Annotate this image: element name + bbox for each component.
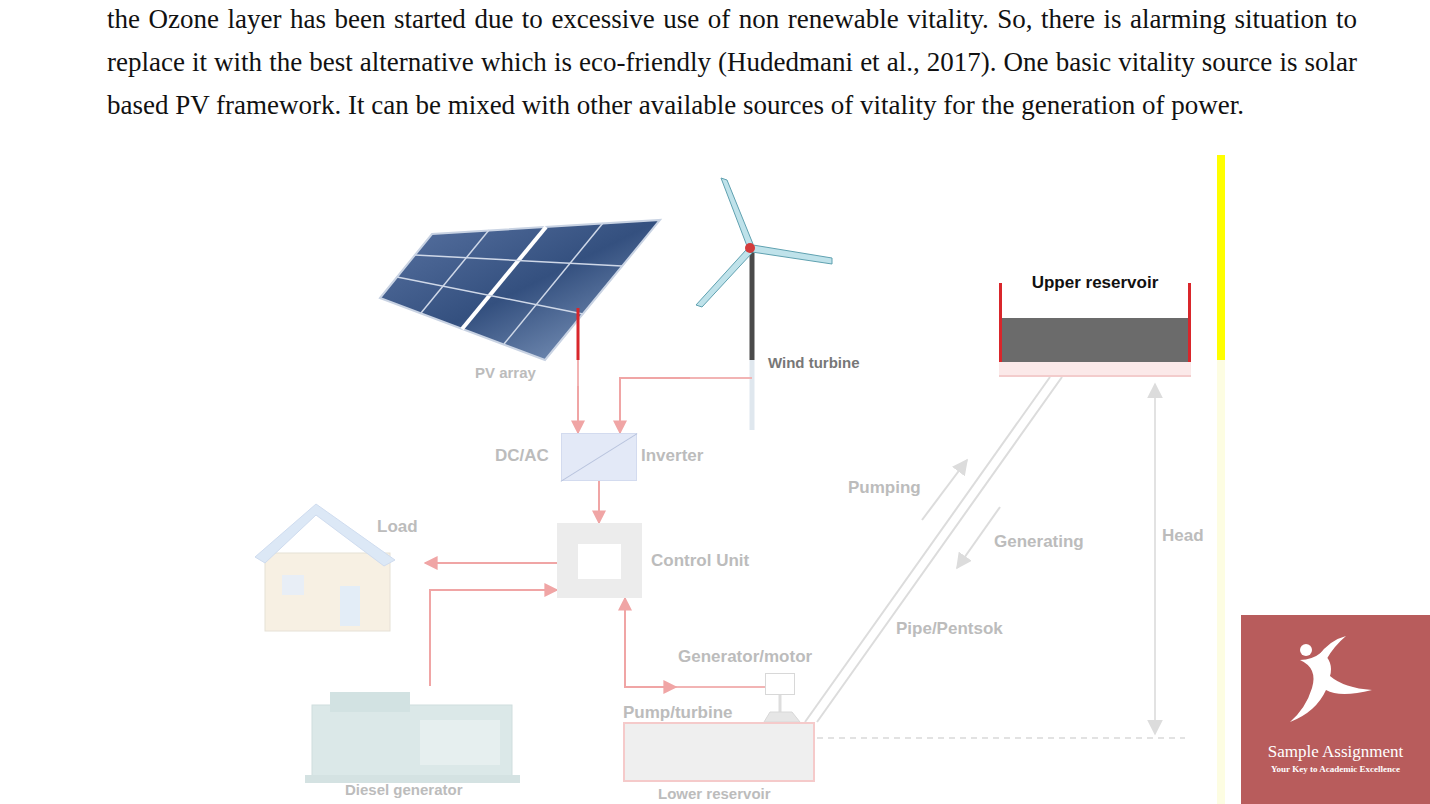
logo-figure [1290,636,1372,722]
node-label: Diesel generator [345,780,463,800]
node-label: Upper reservoir [999,273,1191,293]
node-label: PV array [475,363,536,383]
flow-label: Generating [994,532,1084,552]
control-box-inner [578,544,621,579]
pumping-arrow [922,460,967,520]
reservoir-box [623,722,815,782]
head-dimension [1154,384,1156,734]
connector [577,386,579,433]
node-label: DC/AC [495,446,549,466]
upper-reservoir: Upper reservoir [999,270,1191,377]
node-label: Control Unit [651,551,749,571]
pv-panels [380,220,660,360]
flow-label: Pumping [848,478,921,498]
connector [430,590,557,686]
logo: Sample AssignmentYour Key to Academic Ex… [1241,615,1430,804]
node-label: Lower reservoir [658,785,771,802]
pv-array: PV array [380,200,670,386]
wind-turbine [696,178,832,430]
house-icon [255,504,395,631]
shaft [779,695,782,712]
pipe-label: Pipe/Pentsok [896,619,1003,639]
reservoir-water [1002,318,1188,362]
node-label: Sample Assignment [1241,742,1430,762]
reservoir-base [999,362,1191,377]
reservoir-wall [1188,283,1191,362]
water-level [817,737,1185,739]
dimension-label: Head [1162,526,1204,546]
body-paragraph: the Ozone layer has been started due to … [107,0,1357,127]
connector [620,378,690,433]
wire [577,308,580,360]
side-bar [1217,360,1225,804]
generator-motor: Generator/motor [676,646,848,698]
node-label: Wind turbine [768,353,860,373]
connector [625,598,676,687]
side-bar [1217,155,1225,360]
inverter: DC/AC Inverter [495,433,720,481]
node-label: Inverter [641,446,703,466]
wire [676,686,765,688]
lower-reservoir: Lower reservoir [623,722,815,804]
wire [690,377,752,379]
pump-symbol [764,712,800,722]
diesel-generator-icon [305,692,520,783]
control-unit: Control Unit [557,523,757,598]
connector [598,481,600,523]
connector [425,562,557,564]
part-label: Pump/turbine [623,703,733,723]
logo-panel [1241,615,1430,804]
node-label: Your Key to Academic Excellence [1241,764,1430,775]
wind-turbine: Wind turbine [690,175,890,386]
load: Load [250,500,425,640]
generator-box [765,673,795,695]
node-label: Generator/motor [678,647,812,667]
diesel-generator: Diesel generator [300,686,525,804]
node-label: Load [377,517,418,537]
wire [577,360,579,386]
generating-arrow [957,507,1000,568]
